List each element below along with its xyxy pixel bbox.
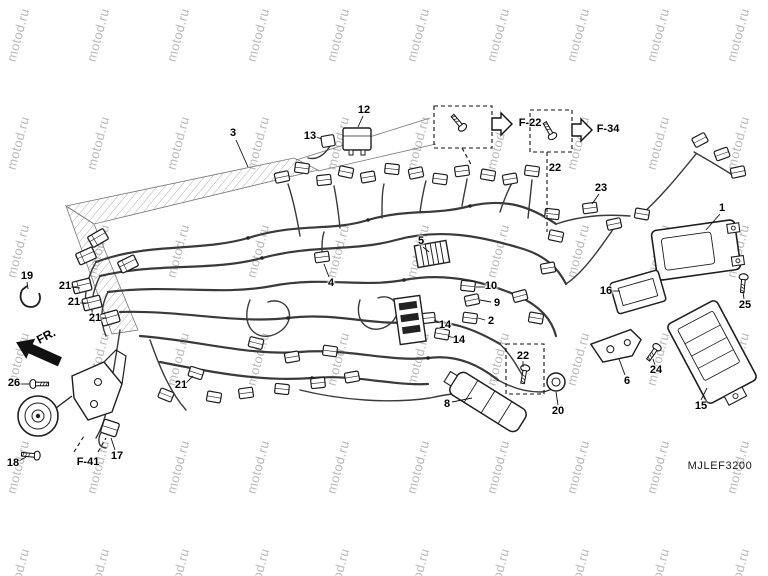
part-19-clamp	[19, 285, 41, 308]
ref-label-f34: F-34	[596, 123, 620, 135]
part-callout-2: 2	[487, 315, 495, 327]
part-16-unit	[609, 269, 667, 315]
part-callout-8: 8	[443, 398, 451, 410]
part-callout-3: 3	[229, 127, 237, 139]
part-callout-12: 12	[357, 104, 371, 116]
part-callout-21a: 21	[58, 280, 72, 292]
part-6-bracket	[589, 328, 642, 363]
diagram-code: MJLEF3200	[687, 460, 753, 472]
ref-label-f22: F-22	[518, 117, 542, 129]
front-direction-arrow-icon	[16, 338, 62, 367]
part-17-connector	[100, 418, 120, 438]
part-callout-22a: 22	[548, 162, 562, 174]
part-callout-15: 15	[694, 400, 708, 412]
part-1-control-unit	[650, 219, 746, 281]
part-callout-26: 26	[7, 377, 21, 389]
fuse-block	[393, 294, 427, 346]
part-callout-5: 5	[417, 235, 425, 247]
part-callout-24: 24	[649, 364, 663, 376]
part-callout-25: 25	[738, 299, 752, 311]
part-callout-14b: 14	[452, 334, 466, 346]
part-callout-9: 9	[493, 297, 501, 309]
part-callout-16: 16	[599, 285, 613, 297]
part-callout-18: 18	[6, 457, 20, 469]
part-15-unit	[667, 300, 757, 407]
part-callout-4: 4	[327, 277, 335, 289]
part-8-unit	[443, 370, 527, 433]
part-callout-6: 6	[623, 375, 631, 387]
part-callout-13: 13	[303, 130, 317, 142]
part-callout-21b: 21	[67, 296, 81, 308]
harness-wires	[94, 201, 568, 386]
part-13-connector	[320, 134, 336, 148]
ref-label-f41: F-41	[76, 456, 100, 468]
leader-lines	[18, 115, 745, 462]
part-12-relay	[342, 127, 372, 156]
part-callout-14a: 14	[438, 319, 452, 331]
f34-arrow-icon	[571, 117, 593, 143]
horn-assembly	[17, 349, 127, 437]
part-callout-22b: 22	[516, 350, 530, 362]
part-callout-21c: 21	[88, 312, 102, 324]
f22-arrow-icon	[491, 111, 513, 137]
part-20-grommet	[546, 372, 566, 392]
part-callout-17: 17	[110, 450, 124, 462]
part-callout-1: 1	[718, 202, 726, 214]
part-callout-21d: 21	[174, 379, 188, 391]
hatched-panel	[64, 117, 437, 335]
part-callout-19: 19	[20, 270, 34, 282]
part-callout-10: 10	[484, 280, 498, 292]
part-callout-23: 23	[594, 182, 608, 194]
part-callout-20: 20	[551, 405, 565, 417]
